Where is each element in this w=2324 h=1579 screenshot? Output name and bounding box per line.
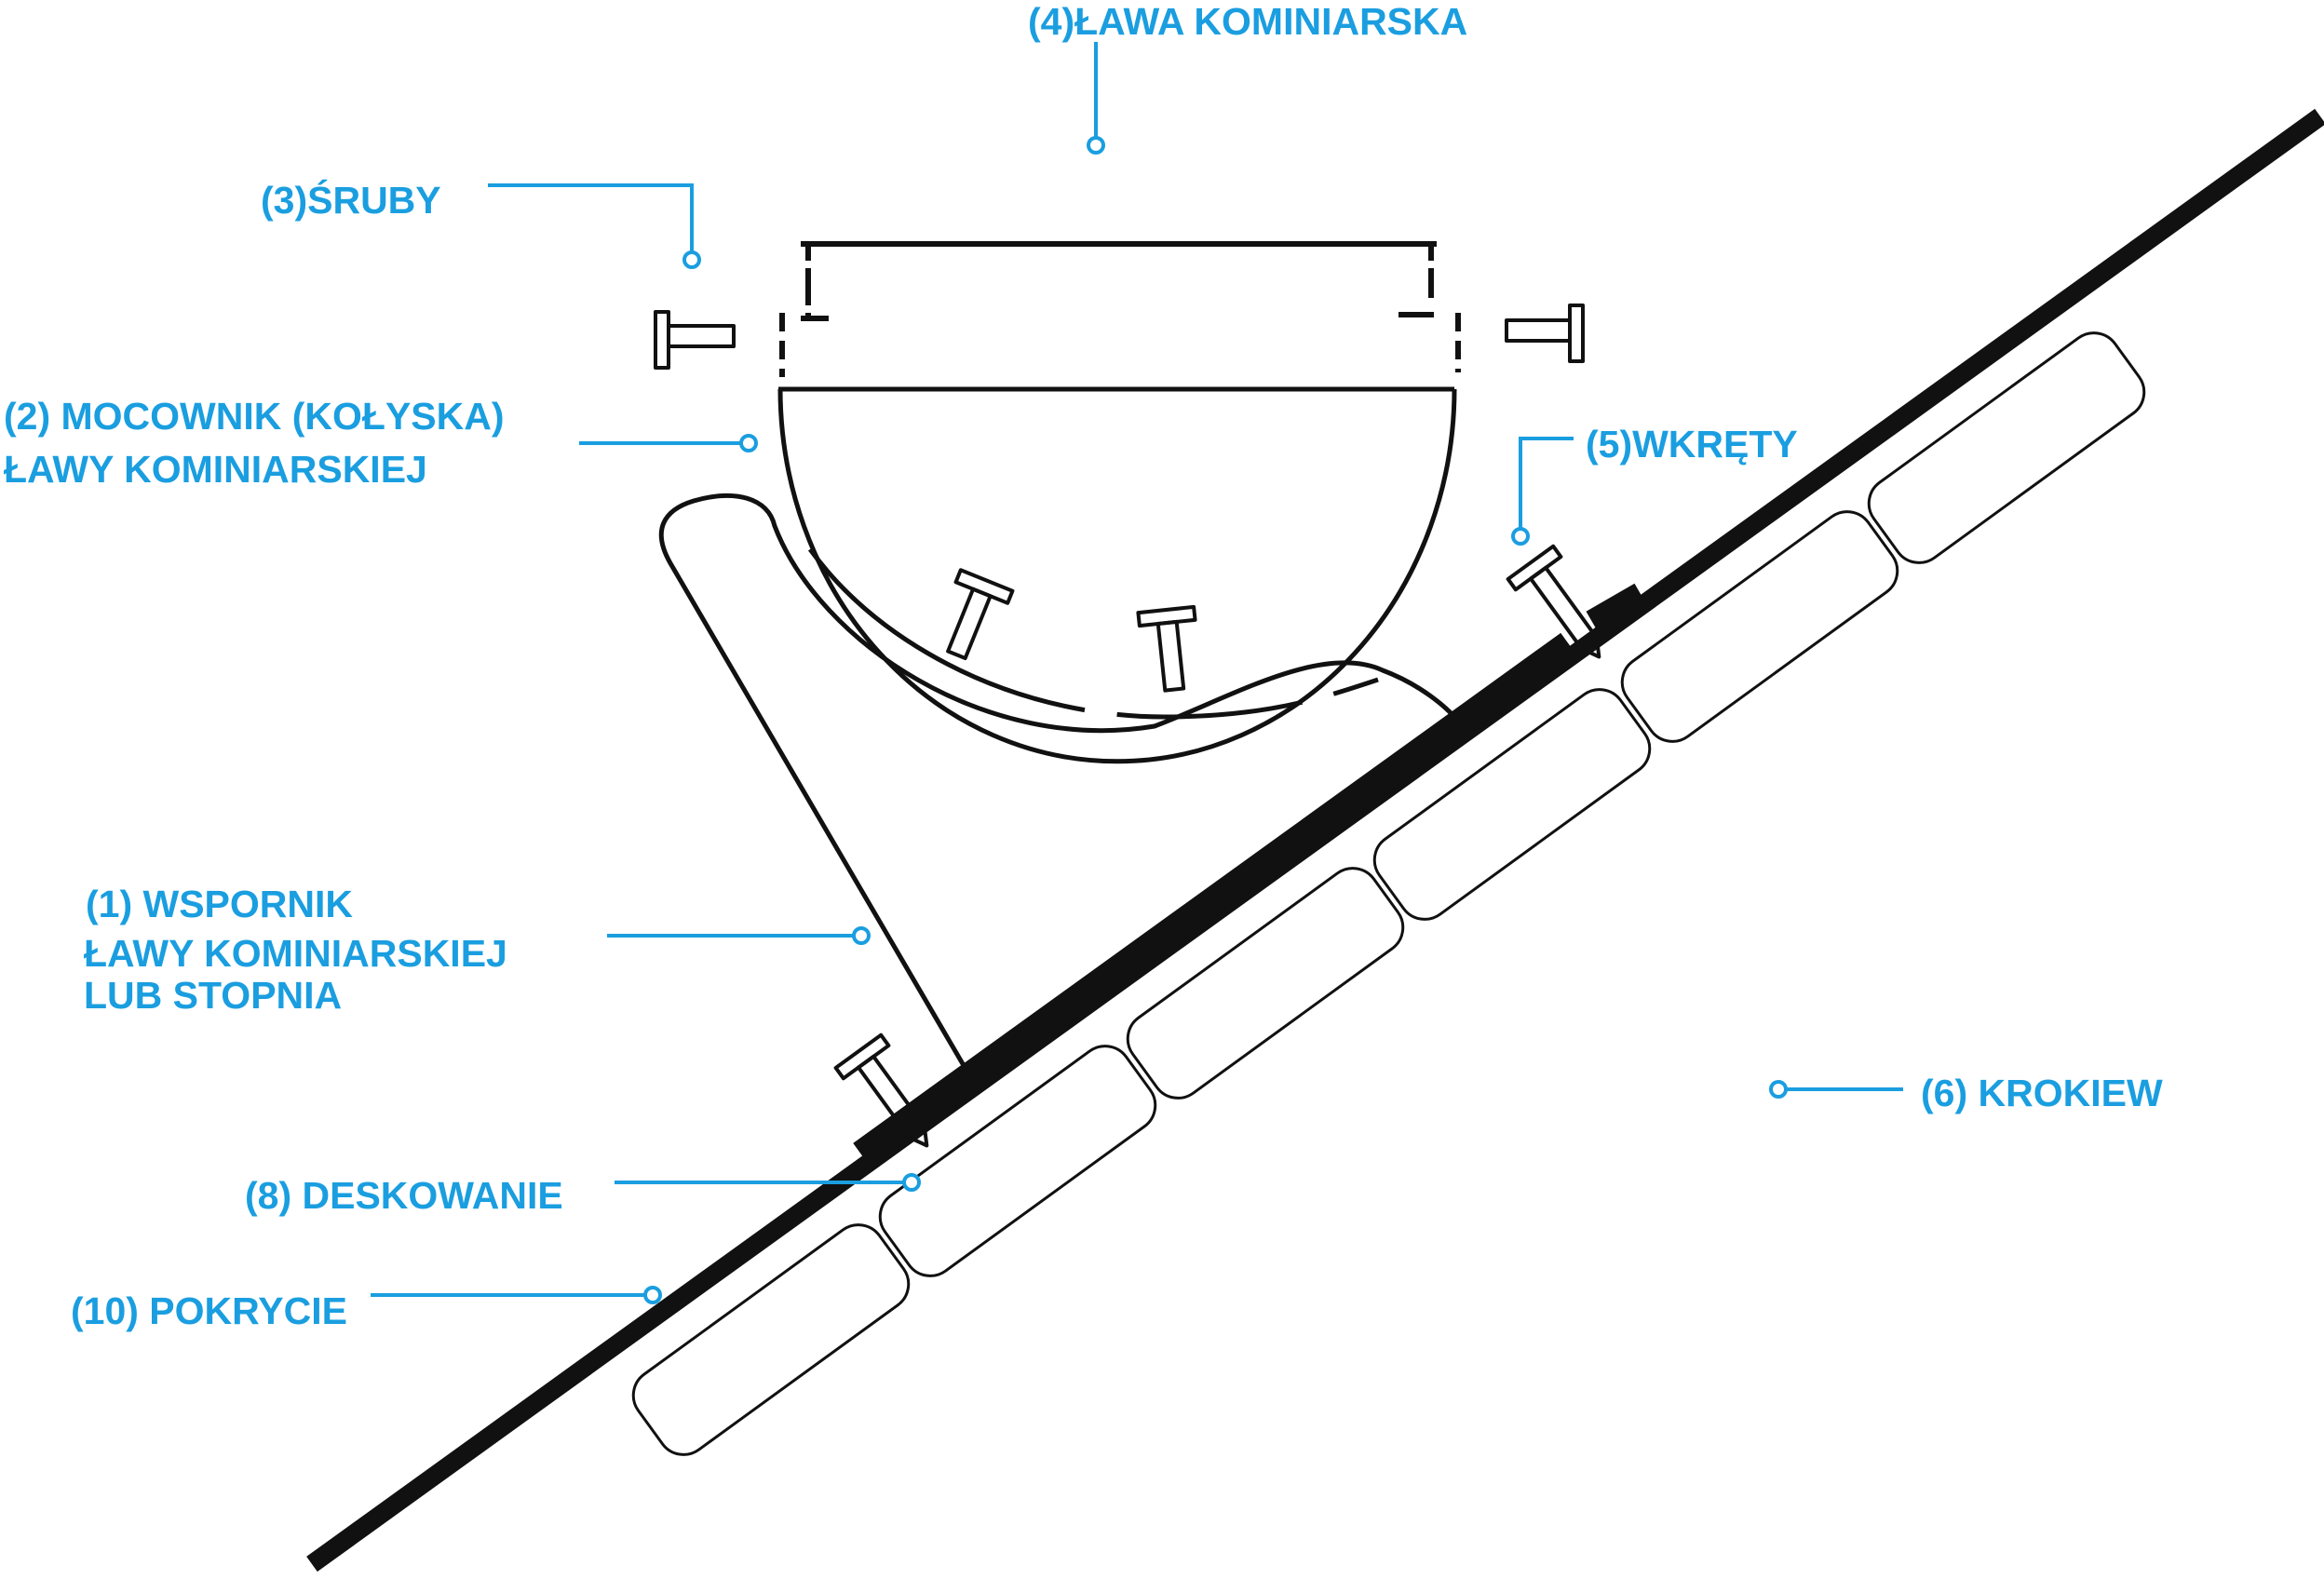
roof-tile (1620, 510, 1899, 743)
leader-mocownik-dot (739, 434, 758, 452)
screw-lower (833, 1032, 929, 1148)
label-wkrety: (5)WKRĘTY (1586, 423, 1798, 466)
roof-tile (1867, 331, 2146, 564)
leader-sruby (488, 183, 694, 259)
cradle-mount (777, 386, 1457, 764)
cradle-outer-arc (777, 388, 1457, 764)
label-mocownik-2: ŁAWY KOMINIARSKIEJ (4, 448, 427, 491)
label-wspornik-3: LUB STOPNIA (84, 974, 342, 1017)
label-pokrycie: (10) POKRYCIE (71, 1289, 347, 1332)
leader-lawa-dot (1087, 136, 1105, 155)
roof-tile (1372, 688, 1652, 921)
label-sruby: (3)ŚRUBY (261, 179, 441, 222)
leader-wkrety-dot (1511, 527, 1530, 546)
label-wspornik-2: ŁAWY KOMINIARSKIEJ (84, 932, 507, 975)
label-krokiew: (6) KROKIEW (1921, 1072, 2163, 1114)
leader-pokrycie-dot (643, 1286, 662, 1304)
leader-lines (371, 42, 1903, 1304)
bolt-right (1505, 304, 1585, 363)
leader-krokiew-dot (1769, 1080, 1788, 1099)
labels: (4)ŁAWA KOMINIARSKA (3)ŚRUBY (2) MOCOWNI… (4, 0, 2163, 1332)
label-deskowanie: (8) DESKOWANIE (245, 1174, 563, 1217)
cradle-inner-arc (807, 547, 1379, 720)
screw-upper (1506, 544, 1601, 659)
leader-wkrety (1519, 437, 1574, 529)
label-lawa: (4)ŁAWA KOMINIARSKA (1028, 0, 1467, 43)
support-bracket-body (658, 493, 1462, 1075)
label-mocownik-1: (2) MOCOWNIK (KOŁYSKA) (4, 395, 505, 438)
roof-tile (631, 1223, 911, 1456)
bolt-cradle-left (946, 568, 1015, 660)
label-wspornik-1: (1) WSPORNIK (86, 883, 353, 925)
support-bracket (658, 493, 1462, 1075)
roof-tiles (631, 331, 2146, 1456)
bolt-left (654, 310, 736, 370)
leader-sruby-dot (682, 250, 701, 269)
roof-tile (878, 1045, 1157, 1277)
leader-wspornik-dot (852, 926, 871, 945)
sheathing-plate-upper (1586, 583, 1647, 633)
bolts (654, 304, 1585, 693)
leader-deskowanie-dot (902, 1173, 921, 1192)
roof-tile (1126, 867, 1405, 1100)
screws (833, 544, 1601, 1148)
chimney-bench-profile (779, 241, 1461, 377)
roof-structure (306, 108, 2324, 1572)
sheathing-plate-lower (853, 632, 1577, 1167)
bolt-cradle-right (1136, 604, 1197, 693)
